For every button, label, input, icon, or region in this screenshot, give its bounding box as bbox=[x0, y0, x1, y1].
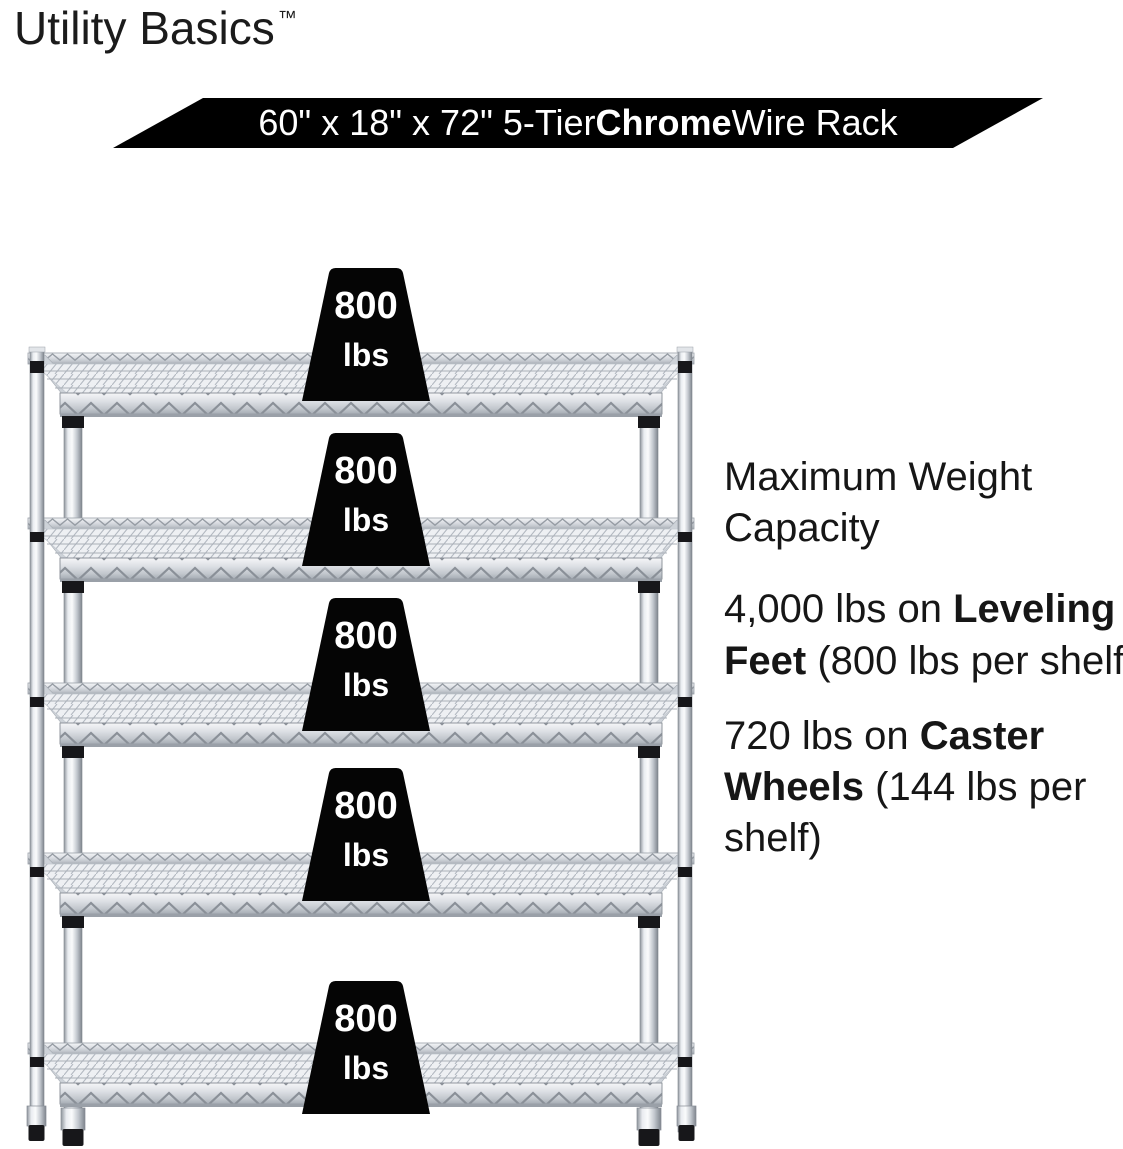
weight-unit: lbs bbox=[343, 837, 389, 873]
weight-unit: lbs bbox=[343, 667, 389, 703]
spec-bold: Caster Wheels bbox=[724, 713, 1045, 809]
banner-text-prefix: 60" x 18" x 72" 5-Tier bbox=[258, 102, 596, 143]
info-heading: Maximum Weight Capacity bbox=[724, 455, 1033, 551]
info-panel: Maximum Weight Capacity 4,000 lbs on Lev… bbox=[724, 452, 1123, 888]
weight-unit: lbs bbox=[343, 1050, 389, 1086]
weight-icon-4: 800 lbs bbox=[302, 768, 430, 901]
front-post-collars bbox=[62, 416, 660, 928]
front-left-post bbox=[63, 397, 83, 1135]
weight-value: 800 bbox=[334, 285, 397, 327]
weight-unit: lbs bbox=[343, 502, 389, 538]
spec-prefix: 4,000 lbs on bbox=[724, 587, 954, 632]
trademark-symbol: ™ bbox=[277, 8, 297, 29]
back-posts bbox=[28, 346, 694, 1133]
front-right-post bbox=[639, 397, 659, 1135]
spec-caster-wheels: 720 lbs on Caster Wheels (144 lbs per sh… bbox=[724, 711, 1123, 865]
weight-icon-5: 800 lbs bbox=[302, 981, 430, 1114]
spec-suffix: (800 lbs per shelf) bbox=[806, 638, 1123, 683]
banner-text-bold: Chrome bbox=[595, 102, 732, 143]
weight-value: 800 bbox=[334, 615, 397, 657]
weight-icon-3: 800 lbs bbox=[302, 598, 430, 731]
back-right-post bbox=[677, 349, 693, 1133]
spec-leveling-feet: 4,000 lbs on Leveling Feet (800 lbs per … bbox=[724, 584, 1123, 686]
weight-value: 800 bbox=[334, 450, 397, 492]
spec-bold: Leveling Feet bbox=[724, 587, 1116, 683]
brand-name: Utility Basics bbox=[14, 2, 275, 54]
weight-icon-1: 800 lbs bbox=[302, 268, 430, 401]
weight-value: 800 bbox=[334, 785, 397, 827]
banner-text-suffix: Wire Rack bbox=[731, 102, 898, 143]
title-banner: 60" x 18" x 72" 5-Tier Chrome Wire Rack bbox=[113, 98, 1043, 148]
weight-unit: lbs bbox=[343, 337, 389, 373]
back-left-post bbox=[29, 349, 45, 1133]
spec-prefix: 720 lbs on bbox=[724, 713, 920, 758]
leveling-feet bbox=[26, 1105, 697, 1146]
weight-icon-2: 800 lbs bbox=[302, 433, 430, 566]
weight-value: 800 bbox=[334, 998, 397, 1040]
spec-suffix: (144 lbs per shelf) bbox=[724, 764, 1087, 861]
